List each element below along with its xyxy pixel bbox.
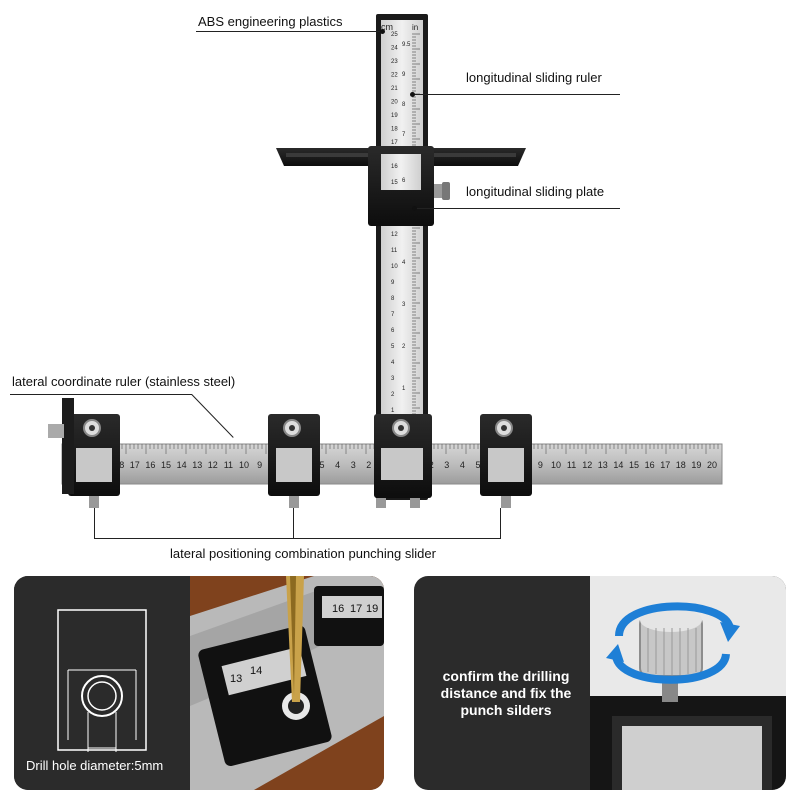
fix-slider-text: confirm the drilling distance and fix th…	[440, 668, 572, 718]
ruler-end-cap	[48, 398, 74, 494]
lateral-tick-label: 5	[319, 460, 324, 470]
cm-tick-label: 25	[391, 32, 398, 38]
callout-longitudinal-plate: longitudinal sliding plate	[466, 184, 605, 199]
fix-slider-panel: confirm the drilling distance and fix th…	[414, 576, 786, 790]
in-tick-label: 6	[402, 178, 406, 184]
cm-tick-label: 22	[391, 73, 398, 79]
photo-label-16: 16	[332, 603, 344, 615]
cm-tick-label: 20	[391, 100, 398, 106]
photo-label-19: 19	[366, 603, 378, 615]
lateral-tick-label: 3	[351, 460, 356, 470]
cm-tick-label: 5	[391, 344, 395, 350]
callout-punching-slider: lateral positioning combination punching…	[170, 546, 436, 561]
cm-tick-label: 6	[391, 328, 395, 334]
drill-hole-panel: 19 13 14 16 17 Drill hole diameter:5mm	[14, 576, 384, 790]
callout-abs-plastics: ABS engineering plastics	[198, 14, 343, 29]
longitudinal-ruler	[376, 14, 428, 500]
lateral-tick-label: 11	[224, 460, 233, 470]
punching-slider	[68, 414, 120, 508]
lateral-tick-label: 15	[161, 460, 171, 470]
cm-tick-label: 4	[391, 360, 395, 366]
punching-slider	[480, 414, 532, 508]
lateral-tick-label: 17	[130, 460, 140, 470]
lateral-tick-label: 10	[239, 460, 249, 470]
drill-hole-diagram: 19 13 14 16 17	[14, 576, 384, 790]
lateral-tick-label: 4	[460, 460, 465, 470]
in-tick-label: 4	[402, 260, 406, 266]
lateral-tick-label: 9	[257, 460, 262, 470]
cm-tick-label: 16	[391, 164, 398, 170]
lateral-tick-label: 3	[444, 460, 449, 470]
in-tick-label: 2	[402, 344, 406, 350]
lateral-tick-label: 12	[582, 460, 592, 470]
lateral-tick-label: 15	[629, 460, 639, 470]
lateral-tick-label: 2	[366, 460, 371, 470]
cm-tick-label: 11	[391, 248, 398, 254]
cm-tick-label: 18	[391, 127, 398, 133]
in-tick-label: 7	[402, 132, 406, 138]
callout-lateral-ruler: lateral coordinate ruler (stainless stee…	[12, 374, 236, 389]
lateral-tick-label: 14	[177, 460, 187, 470]
thumbscrew-photo	[590, 576, 786, 790]
drill-hole-caption: Drill hole diameter:5mm	[26, 758, 164, 773]
cm-tick-label: 3	[391, 376, 395, 382]
cm-tick-label: 9	[391, 280, 395, 286]
lateral-tick-label: 9	[538, 460, 543, 470]
lateral-tick-label: 16	[145, 460, 155, 470]
lateral-tick-label: 11	[567, 460, 576, 470]
in-tick-label: 9	[402, 72, 406, 78]
cm-tick-label: 21	[391, 86, 398, 92]
lateral-tick-label: 19	[691, 460, 701, 470]
photo-label-14: 14	[250, 665, 262, 677]
cm-unit-label: cm	[381, 22, 393, 32]
lateral-tick-label: 5	[475, 460, 480, 470]
cm-tick-label: 7	[391, 312, 395, 318]
product-illustration: 1234567891011121314151617181992101234567…	[48, 14, 723, 508]
cm-tick-label: 24	[391, 46, 398, 52]
cm-tick-label: 8	[391, 296, 395, 302]
callout-longitudinal-ruler: longitudinal sliding ruler	[466, 70, 602, 85]
in-tick-label: 9.5	[402, 42, 411, 48]
lateral-tick-label: 10	[551, 460, 561, 470]
drilling-photo	[190, 576, 384, 790]
rotate-arrow-icon	[615, 602, 734, 637]
photo-label-17: 17	[350, 603, 362, 615]
cm-tick-label: 15	[391, 180, 398, 186]
center-slider	[374, 414, 432, 508]
lateral-tick-label: 12	[208, 460, 218, 470]
photo-label-13: 13	[230, 673, 242, 685]
cm-tick-label: 23	[391, 59, 398, 65]
cm-tick-label: 12	[391, 232, 398, 238]
cm-tick-label: 2	[391, 392, 395, 398]
lateral-tick-label: 13	[192, 460, 202, 470]
in-unit-label: in	[412, 23, 418, 32]
lateral-tick-label: 20	[707, 460, 717, 470]
cm-tick-label: 17	[391, 140, 398, 146]
in-tick-label: 8	[402, 102, 406, 108]
punching-slider	[268, 414, 320, 508]
lateral-tick-label: 14	[613, 460, 623, 470]
lateral-tick-label: 17	[660, 460, 670, 470]
longitudinal-sliding-plate	[368, 146, 450, 226]
in-tick-label: 3	[402, 302, 406, 308]
cm-tick-label: 1	[391, 408, 395, 414]
lateral-tick-label: 4	[335, 460, 340, 470]
cm-tick-label: 19	[391, 113, 398, 119]
in-tick-label: 1	[402, 386, 406, 392]
cm-tick-label: 10	[391, 264, 398, 270]
lateral-tick-label: 16	[645, 460, 655, 470]
lateral-tick-label: 13	[598, 460, 608, 470]
lateral-tick-label: 18	[676, 460, 686, 470]
